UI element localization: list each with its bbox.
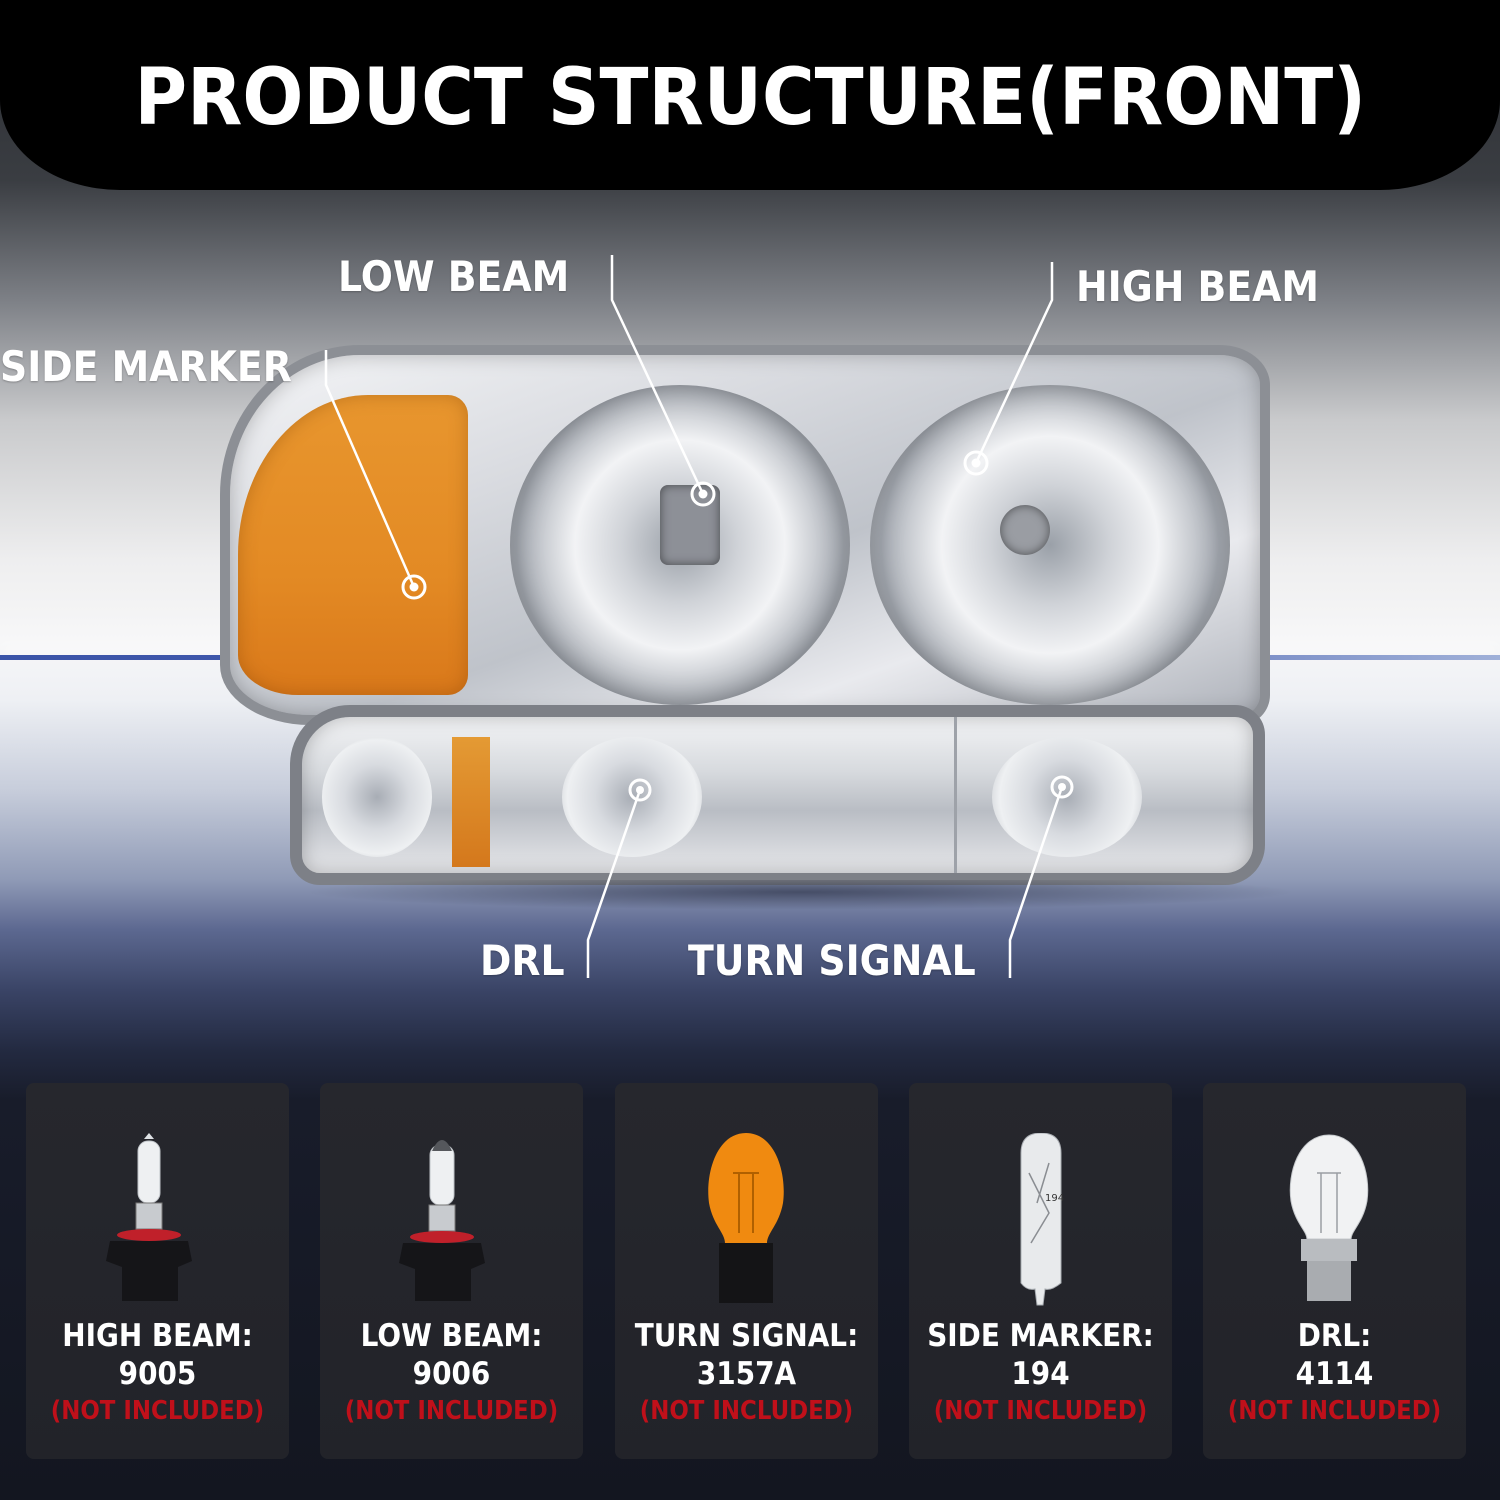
callout-drl: DRL (480, 936, 565, 985)
bulb-card-turn-signal: TURN SIGNAL: 3157A (NOT INCLUDED) (614, 1083, 878, 1459)
bumper-corner-pod (322, 737, 432, 857)
svg-text:194: 194 (1045, 1193, 1064, 1204)
not-included-note: (NOT INCLUDED) (933, 1396, 1147, 1426)
title-banner: PRODUCT STRUCTURE(FRONT) (0, 0, 1500, 190)
bulb-code: 4114 (1295, 1356, 1374, 1392)
hb4-halogen-bulb-icon (399, 1140, 486, 1301)
callout-low-beam: LOW BEAM (338, 252, 570, 301)
bulb-name: LOW BEAM: (360, 1318, 543, 1354)
bulb-code: 9005 (118, 1356, 197, 1392)
not-included-note: (NOT INCLUDED) (344, 1396, 559, 1426)
bulb-card-side-marker: 194 SIDE MARKER: 194 (NOT INCLUDED) (908, 1083, 1172, 1459)
not-included-note: (NOT INCLUDED) (1227, 1396, 1442, 1426)
bulb-name: DRL: (1297, 1318, 1372, 1354)
t10-wedge-bulb-icon: 194 (1020, 1133, 1064, 1306)
callout-turn-signal: TURN SIGNAL (688, 936, 976, 985)
bulb-code: 194 (1011, 1356, 1070, 1392)
bulb-cards: HIGH BEAM: 9005 (NOT INCLUDED) LOW BEAM:… (26, 1083, 1466, 1459)
bulb-card-low-beam: LOW BEAM: 9006 (NOT INCLUDED) (320, 1083, 584, 1459)
high-beam-bulb-socket (1000, 505, 1050, 555)
bumper-lamp-housing (290, 705, 1265, 885)
drl-reflector (562, 737, 702, 857)
low-beam-bulb-socket (660, 485, 720, 565)
lamp-shadow (300, 880, 1300, 910)
hb3-halogen-bulb-icon (106, 1133, 192, 1301)
page-title: PRODUCT STRUCTURE(FRONT) (134, 53, 1366, 143)
bulb-code: 3157A (696, 1356, 796, 1392)
not-included-note: (NOT INCLUDED) (639, 1396, 853, 1426)
side-marker-lens (238, 395, 468, 695)
callout-high-beam: HIGH BEAM (1076, 262, 1320, 311)
headlight-housing (220, 345, 1270, 725)
bulb-name: TURN SIGNAL: (634, 1318, 858, 1354)
not-included-note: (NOT INCLUDED) (50, 1396, 265, 1426)
bulb-card-high-beam: HIGH BEAM: 9005 (NOT INCLUDED) (26, 1083, 289, 1459)
clear-wedge-bulb-icon (1289, 1134, 1369, 1301)
callout-side-marker: SIDE MARKER (0, 342, 292, 391)
bumper-divider (954, 717, 957, 873)
bulb-name: HIGH BEAM: (62, 1318, 253, 1354)
bulb-name: SIDE MARKER: (926, 1318, 1154, 1354)
bulb-code: 9006 (412, 1356, 491, 1392)
bumper-amber-strip (452, 737, 490, 867)
bulb-card-drl: DRL: 4114 (NOT INCLUDED) (1203, 1083, 1466, 1459)
high-beam-reflector (870, 385, 1230, 705)
amber-wedge-bulb-icon (707, 1133, 784, 1303)
turn-signal-reflector (992, 737, 1142, 857)
